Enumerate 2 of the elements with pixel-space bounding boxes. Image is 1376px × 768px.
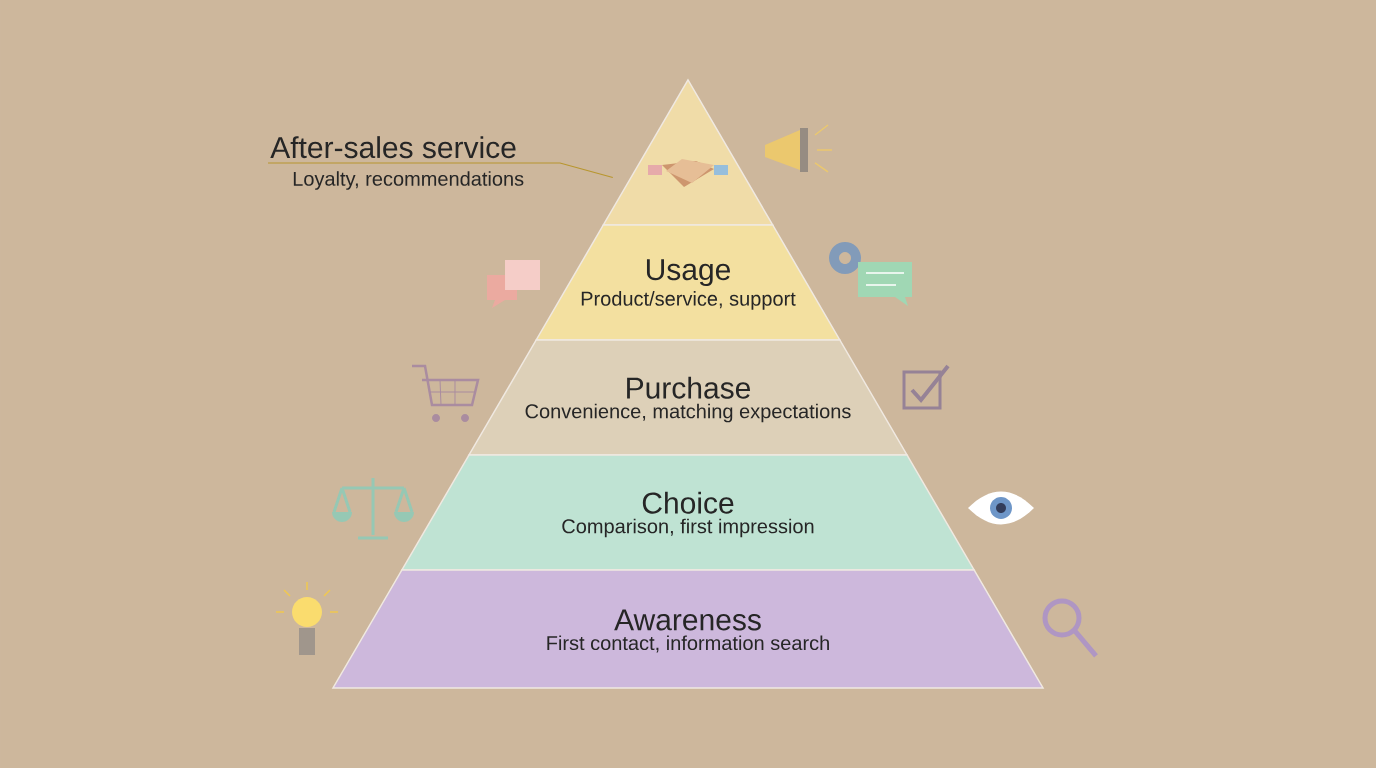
leader-line <box>267 162 614 179</box>
callout-text: After-sales service Loyalty, recommendations <box>270 136 524 190</box>
